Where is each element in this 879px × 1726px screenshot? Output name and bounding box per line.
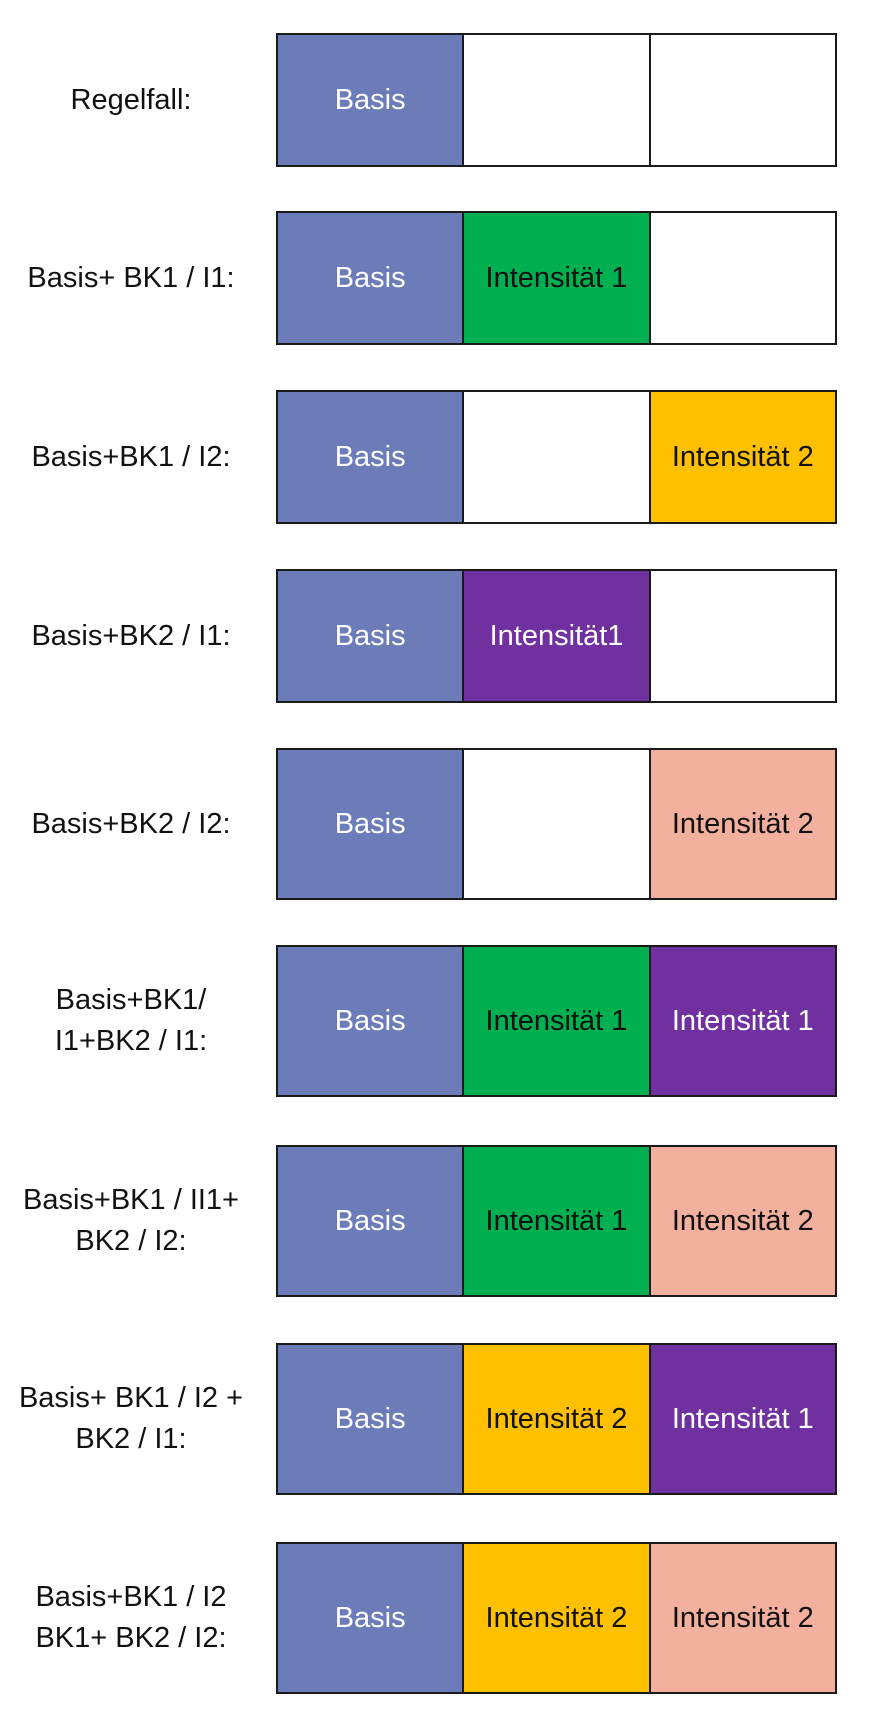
intensity-segment: Intensität 1 xyxy=(462,947,649,1095)
intensity-segment: Intensität 2 xyxy=(462,1345,649,1493)
row-label-line: BK2 / I2: xyxy=(75,1225,187,1257)
row-label: Basis+BK1 / II1+ BK2 / I2: xyxy=(0,1145,262,1297)
intensity-segment: Intensität 1 xyxy=(648,947,835,1095)
row-label-line: Basis+BK1 / I2: xyxy=(31,440,231,473)
empty-segment xyxy=(462,750,649,898)
empty-segment xyxy=(462,392,649,522)
empty-segment xyxy=(648,213,835,343)
row-label: Regelfall: xyxy=(0,33,262,167)
row-label: Basis+ BK1 / I2 + BK2 / I1: xyxy=(0,1343,262,1495)
basis-segment: Basis xyxy=(278,947,463,1095)
row-label: Basis+BK1/I1+BK2 / I1: xyxy=(0,945,262,1097)
intensity-segment: Intensität 2 xyxy=(648,750,835,898)
intensity-segment: Intensität 2 xyxy=(648,1544,835,1692)
basis-segment: Basis xyxy=(278,392,463,522)
basis-segment: Basis xyxy=(278,1147,463,1295)
basis-segment: Basis xyxy=(278,1345,463,1493)
intensity-segment: Intensität 1 xyxy=(648,1345,835,1493)
row-label-line: Regelfall: xyxy=(70,83,192,116)
row-label-line: I1+BK2 / I1: xyxy=(54,1025,208,1057)
row-label-line: Basis+ BK1 / I2 + xyxy=(18,1382,244,1414)
segment-bar: Basis Intensität 2 xyxy=(276,748,837,900)
row-label-line: Basis+BK1/ xyxy=(55,984,207,1016)
empty-segment xyxy=(462,35,649,165)
row-label: Basis+BK1 / I2 BK1+ BK2 / I2: xyxy=(0,1542,262,1694)
row-label-line: Basis+BK2 / I1: xyxy=(31,619,231,652)
row-label-line: Basis+BK1 / I2 xyxy=(35,1581,227,1613)
intensity-segment: Intensität 1 xyxy=(462,213,649,343)
basis-segment: Basis xyxy=(278,571,463,701)
intensity-segment: Intensität 2 xyxy=(648,1147,835,1295)
row-label: Basis+ BK1 / I1: xyxy=(0,211,262,345)
row-label: Basis+BK2 / I1: xyxy=(0,569,262,703)
row-label-line: Basis+ BK1 / I1: xyxy=(27,261,235,294)
segment-bar: Basis xyxy=(276,33,837,167)
diagram-row: Basis+BK1 / I2: Basis Intensität 2 xyxy=(0,390,879,524)
row-label: Basis+BK1 / I2: xyxy=(0,390,262,524)
intensity-segment: Intensität1 xyxy=(462,571,649,701)
empty-segment xyxy=(648,35,835,165)
segment-bar: Basis Intensität 2 xyxy=(276,390,837,524)
basis-segment: Basis xyxy=(278,750,463,898)
diagram-row: Basis+BK2 / I2: Basis Intensität 2 xyxy=(0,748,879,900)
row-label-line: BK1+ BK2 / I2: xyxy=(35,1622,227,1654)
basis-segment: Basis xyxy=(278,1544,463,1692)
intensity-segment: Intensität 1 xyxy=(462,1147,649,1295)
row-label-line: Basis+BK1 / II1+ xyxy=(22,1184,239,1216)
intensity-segment: Intensität 2 xyxy=(648,392,835,522)
row-label: Basis+BK2 / I2: xyxy=(0,748,262,900)
row-label-line: Basis+BK2 / I2: xyxy=(31,807,231,840)
row-label-line: BK2 / I1: xyxy=(75,1423,187,1455)
diagram-row: Regelfall: Basis xyxy=(0,33,879,167)
basis-segment: Basis xyxy=(278,213,463,343)
empty-segment xyxy=(648,571,835,701)
basis-segment: Basis xyxy=(278,35,463,165)
intensity-segment: Intensität 2 xyxy=(462,1544,649,1692)
